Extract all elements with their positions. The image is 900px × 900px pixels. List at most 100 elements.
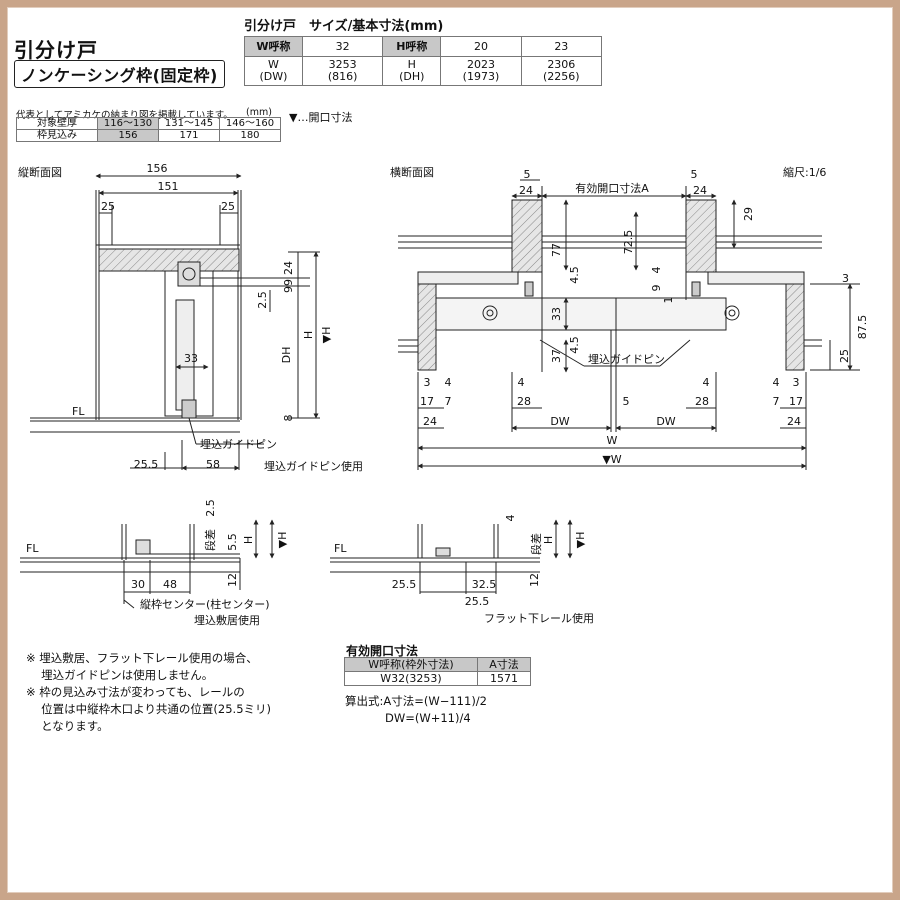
floor-level-label: FL — [334, 542, 347, 555]
eo-col2-header: A寸法 — [477, 657, 531, 672]
dim-label: 28 — [517, 395, 531, 408]
sill-use-label: 埋込敷居使用 — [194, 613, 260, 627]
note-line: ※ 埋込敷居、フラット下レール使用の場合、 — [26, 651, 258, 665]
eo-col1-header: W呼称(枠外寸法) — [344, 657, 478, 672]
dim-label: 25.5 — [465, 595, 490, 608]
wall-note: 代表としてアミカケの納まり図を掲載しています。 — [16, 110, 233, 121]
note-line: ※ 枠の見込み寸法が変わっても、レールの — [26, 685, 245, 699]
dim-label: 48 — [163, 578, 177, 591]
dim-label: ▼H — [320, 327, 333, 344]
dim-label: 25.5 — [134, 458, 159, 471]
open-dim-legend: ▼…開口寸法 — [289, 111, 353, 124]
dim-label: ▼H — [574, 532, 587, 549]
scale-label: 縮尺:1/6 — [783, 165, 826, 179]
dim-label: 37 — [550, 349, 563, 363]
note-line: 位置は中縦枠木口より共通の位置(25.5ミリ) — [26, 702, 272, 716]
wall-cell: 116〜130 — [97, 117, 159, 130]
notes: ※ 埋込敷居、フラット下レール使用の場合、 埋込ガイドピンは使用しません。 ※ … — [26, 650, 271, 735]
dim-label: 77 — [550, 243, 563, 257]
dim-label: 33 — [184, 352, 198, 365]
dim-label: 156 — [147, 162, 168, 175]
dim-label: 12 — [528, 573, 541, 587]
dim-label: 58 — [206, 458, 220, 471]
dim-label: 3 — [842, 272, 849, 285]
dim-label: 段差 — [529, 533, 543, 555]
dim-label: 5 — [623, 395, 630, 408]
vertical-section-title: 縦断面図 — [18, 165, 62, 179]
dim-label: 5 — [691, 168, 698, 181]
h-dim-label: H (DH) — [382, 56, 442, 86]
dim-label: 87.5 — [856, 315, 869, 340]
size-table-heading: 引分け戸 サイズ/基本寸法(mm) — [244, 19, 444, 34]
dim-label: 25 — [101, 200, 115, 213]
formula: 算出式:A寸法=(W−111)/2 DW=(W+11)/4 — [345, 693, 487, 727]
note-line: となります。 — [26, 719, 109, 733]
dim-label: 4.5 — [568, 336, 581, 354]
dim-label: 33 — [550, 307, 563, 321]
dim-label: 7 — [773, 395, 780, 408]
dim-label: W — [607, 434, 618, 447]
dim-label: H — [242, 536, 255, 544]
dim-label: 24 — [519, 184, 533, 197]
vertical-section-drawing — [30, 173, 320, 471]
dim-label: 段差 — [203, 529, 217, 551]
floor-level-label: FL — [72, 405, 85, 418]
dim-label: 151 — [158, 180, 179, 193]
dim-label: 4 — [703, 376, 710, 389]
dim-label: 7 — [445, 395, 452, 408]
dim-label: 25 — [838, 349, 851, 363]
dim-label: H — [302, 331, 315, 339]
wall-unit: (mm) — [246, 107, 272, 118]
dim-label: 17 — [789, 395, 803, 408]
dim-label: 4 — [445, 376, 452, 389]
dim-label: 24 — [693, 184, 707, 197]
dim-label: 99 — [282, 279, 295, 293]
effective-opening-table: W呼称(枠外寸法) A寸法 W32(3253) 1571 — [344, 657, 531, 686]
dim-label: 12 — [226, 573, 239, 587]
sill-detail-drawing — [20, 519, 275, 609]
dim-label: 29 — [742, 207, 755, 221]
dim-label: ▼H — [276, 532, 289, 549]
guide-pin-label: 埋込ガイドピン — [588, 353, 665, 366]
dim-label: 9 — [650, 285, 663, 292]
dim-label: 5.5 — [226, 533, 239, 551]
dim-label: 8 — [282, 415, 295, 422]
horizontal-section-title: 横断面図 — [390, 165, 434, 179]
dim-label: 4 — [773, 376, 780, 389]
dim-label: DH — [280, 347, 293, 364]
dim-label: DW — [656, 415, 675, 428]
dim-label: 2.5 — [256, 291, 269, 309]
dim-label: H — [542, 536, 555, 544]
h-dim-value-2: 2306 (2256) — [520, 56, 603, 86]
dim-label: 4.5 — [568, 266, 581, 284]
dim-label: 5 — [524, 168, 531, 181]
dim-label: 24 — [282, 261, 295, 275]
dim-label: 2.5 — [204, 499, 217, 517]
dim-label: DW — [550, 415, 569, 428]
effective-opening-heading: 有効開口寸法 — [346, 644, 419, 658]
dim-label: 4 — [650, 267, 663, 274]
dim-label: 17 — [420, 395, 434, 408]
size-table: W呼称 32 H呼称 20 23 W (DW) 3253 (816) H (DH… — [244, 36, 603, 86]
dim-label: 28 — [695, 395, 709, 408]
dim-label: 4 — [518, 376, 525, 389]
product-title: 引分け戸 — [14, 38, 98, 62]
formula-line-2: DW=(W+11)/4 — [385, 711, 471, 725]
eo-a-value: 1571 — [477, 671, 531, 686]
dim-label: 25 — [221, 200, 235, 213]
formula-line-1: 算出式:A寸法=(W−111)/2 — [345, 694, 487, 708]
h-dim-value-1: 2023 (1973) — [440, 56, 522, 86]
dim-label: 30 — [131, 578, 145, 591]
flat-rail-detail-drawing — [330, 519, 573, 594]
w-dim-label: W (DW) — [244, 56, 303, 86]
dim-label: 32.5 — [472, 578, 497, 591]
frame-center-label: 縦枠センター(柱センター) — [140, 597, 270, 611]
dim-label: ▼W — [602, 453, 621, 466]
horizontal-section-drawing — [398, 179, 860, 470]
eo-w-value: W32(3253) — [344, 671, 478, 686]
flat-rail-use-label: フラット下レール使用 — [484, 612, 594, 625]
dim-label: 1 — [662, 297, 675, 304]
guide-pin-use-label: 埋込ガイドピン使用 — [264, 460, 363, 473]
